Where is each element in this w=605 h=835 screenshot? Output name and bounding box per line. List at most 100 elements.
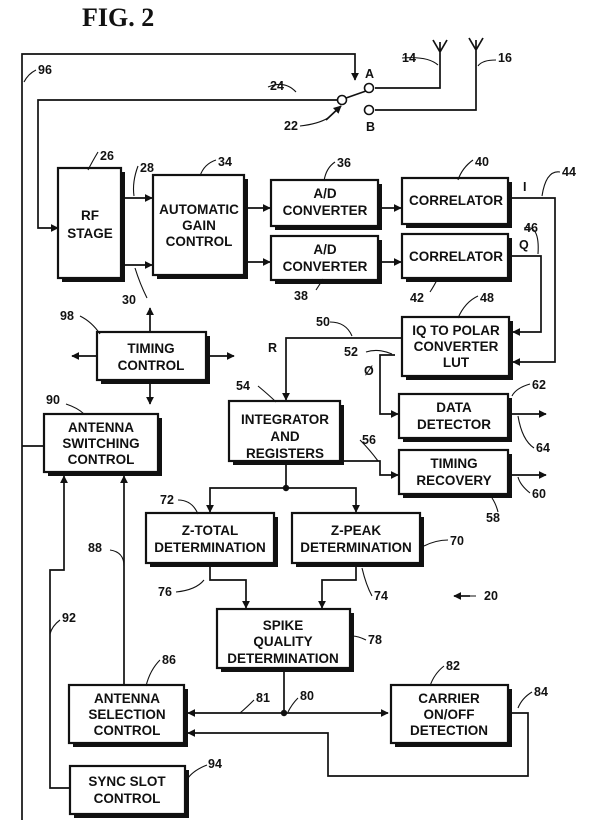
correlator-1-label: CORRELATOR (409, 193, 503, 208)
iq-polar-label-line1: IQ TO POLAR (412, 323, 500, 338)
ref-38: 38 (294, 289, 308, 303)
integrator-label-line2: AND (270, 429, 299, 444)
sync-slot-control-block: SYNC SLOT CONTROL (70, 766, 189, 818)
ref-48: 48 (480, 291, 494, 305)
sync-slot-label-line2: CONTROL (94, 791, 161, 806)
agc-label-line2: GAIN (182, 218, 216, 233)
data-detector-label-line2: DETECTOR (417, 417, 491, 432)
ref-64: 64 (536, 441, 550, 455)
ref-74: 74 (374, 589, 388, 603)
z-peak-determination-block: Z-PEAK DETERMINATION (292, 513, 424, 567)
switch-b-label: B (366, 120, 375, 134)
z-total-label-line2: DETERMINATION (154, 540, 266, 555)
ref-28: 28 (140, 161, 154, 175)
antenna-selection-label-line2: SELECTION (88, 707, 165, 722)
antenna-switching-label-line2: SWITCHING (62, 436, 139, 451)
i-signal-label: I (523, 180, 526, 194)
ref-24: 24 (270, 79, 284, 93)
carrier-label-line1: CARRIER (418, 691, 480, 706)
timing-control-block: TIMING CONTROL (97, 332, 210, 384)
ref-60: 60 (532, 487, 546, 501)
ad1-label-line2: CONVERTER (283, 203, 368, 218)
ref-22: 22 (284, 119, 298, 133)
ref-30: 30 (122, 293, 136, 307)
switch-arrow-22 (326, 106, 341, 120)
z-total-determination-block: Z-TOTAL DETERMINATION (146, 513, 278, 567)
ref-76: 76 (158, 585, 172, 599)
ref-80: 80 (300, 689, 314, 703)
antenna-selection-label-line1: ANTENNA (94, 691, 160, 706)
to-z-peak-line (286, 488, 356, 512)
ref-96: 96 (38, 63, 52, 77)
ref-58: 58 (486, 511, 500, 525)
ref-14: 14 (402, 51, 416, 65)
agc-label-line3: CONTROL (166, 234, 233, 249)
ref-46: 46 (524, 221, 538, 235)
ref-78: 78 (368, 633, 382, 647)
figure-title: FIG. 2 (82, 3, 154, 32)
antenna-a-feed (375, 68, 440, 88)
ref-56: 56 (362, 433, 376, 447)
ref-70: 70 (450, 534, 464, 548)
iq-polar-label-line2: CONVERTER (414, 339, 499, 354)
antenna-selection-label-line3: CONTROL (94, 723, 161, 738)
spike-quality-determination-block: SPIKE QUALITY DETERMINATION (217, 609, 354, 672)
phi-signal-label: Ø (364, 364, 374, 378)
antenna-switching-label-line1: ANTENNA (68, 420, 134, 435)
z-total-to-spike-line-76 (210, 567, 246, 608)
ad2-label-line2: CONVERTER (283, 259, 368, 274)
ref-20: 20 (484, 589, 498, 603)
timing-control-label-line1: TIMING (127, 341, 174, 356)
ref-44: 44 (562, 165, 576, 179)
rf-stage-block: RF STAGE (58, 168, 125, 282)
ref-90: 90 (46, 393, 60, 407)
timing-recovery-label-line1: TIMING (430, 456, 477, 471)
ref-52: 52 (344, 345, 358, 359)
z-total-label-line1: Z-TOTAL (182, 523, 239, 538)
automatic-gain-control-block: AUTOMATIC GAIN CONTROL (153, 175, 248, 279)
sync-to-switching-line-92 (50, 476, 70, 788)
timing-control-label-line2: CONTROL (118, 358, 185, 373)
agc-label-line1: AUTOMATIC (159, 202, 239, 217)
antenna-selection-control-block: ANTENNA SELECTION CONTROL (69, 685, 188, 747)
integrator-label-line3: REGISTERS (246, 446, 324, 461)
data-detector-block: DATA DETECTOR (399, 394, 512, 442)
ref-92: 92 (62, 611, 76, 625)
ref-26: 26 (100, 149, 114, 163)
ref-88: 88 (88, 541, 102, 555)
data-detector-label-line1: DATA (436, 400, 472, 415)
antenna-a-icon (433, 40, 447, 68)
ref-34: 34 (218, 155, 232, 169)
rf-stage-label-line1: RF (81, 208, 99, 223)
r-signal-label: R (268, 341, 277, 355)
q-signal-line (508, 256, 541, 332)
correlator-1-block: CORRELATOR (402, 178, 512, 228)
ref-98: 98 (60, 309, 74, 323)
ref-50: 50 (316, 315, 330, 329)
switch-a-label: A (365, 67, 374, 81)
ref-36: 36 (337, 156, 351, 170)
ref-16: 16 (498, 51, 512, 65)
z-peak-label-line1: Z-PEAK (331, 523, 382, 538)
timing-recovery-label-line2: RECOVERY (416, 473, 491, 488)
carrier-label-line2: ON/OFF (424, 707, 475, 722)
spike-quality-label-line2: QUALITY (253, 634, 312, 649)
z-peak-to-spike-line-74 (322, 567, 356, 608)
ref-86: 86 (162, 653, 176, 667)
ref-40: 40 (475, 155, 489, 169)
antenna-switching-control-block: ANTENNA SWITCHING CONTROL (44, 414, 162, 476)
to-z-total-line (210, 488, 286, 512)
ref-42: 42 (410, 291, 424, 305)
antenna-switch (338, 84, 374, 115)
correlator-2-label: CORRELATOR (409, 249, 503, 264)
ad2-label-line1: A/D (313, 242, 337, 257)
ref-62: 62 (532, 378, 546, 392)
carrier-label-line3: DETECTION (410, 723, 488, 738)
sync-slot-label-line1: SYNC SLOT (88, 774, 166, 789)
correlator-2-block: CORRELATOR (402, 234, 512, 282)
timing-recovery-block: TIMING RECOVERY (399, 450, 512, 498)
phi-signal-line (380, 355, 398, 414)
ref-84: 84 (534, 685, 548, 699)
ref-82: 82 (446, 659, 460, 673)
ref-54: 54 (236, 379, 250, 393)
